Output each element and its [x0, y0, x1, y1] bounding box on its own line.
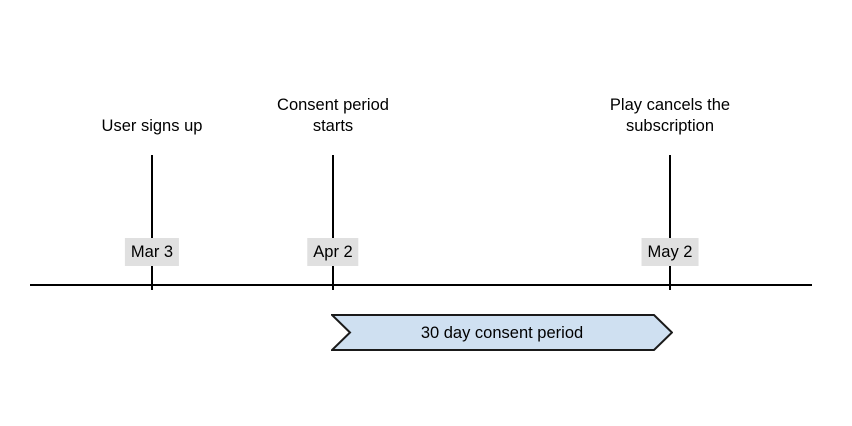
banner-chevron-shape	[331, 314, 673, 351]
milestone-label-consent-start: Consent period starts	[277, 96, 389, 135]
milestone-date-consent-start: Apr 2	[307, 238, 359, 266]
milestone-date-signup: Mar 3	[124, 238, 180, 266]
timeline-axis	[30, 284, 812, 286]
milestone-tick-consent-start	[332, 155, 334, 290]
milestone-tick-play-cancels	[669, 155, 671, 290]
milestone-tick-signup	[151, 155, 153, 290]
milestone-label-play-cancels: Play cancels the subscription	[609, 96, 731, 135]
milestone-date-play-cancels: May 2	[641, 238, 699, 266]
consent-period-label: 30 day consent period	[420, 323, 584, 342]
consent-period-banner: 30 day consent period	[331, 314, 673, 351]
milestone-label-signup: User signs up	[101, 117, 203, 135]
